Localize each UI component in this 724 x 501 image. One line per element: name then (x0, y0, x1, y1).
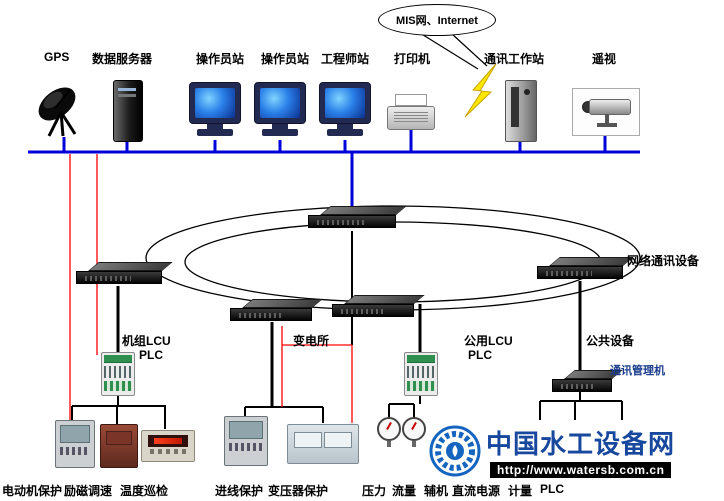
tower-pc-icon (505, 80, 537, 142)
watermark-title: 中国水工设备网 (486, 429, 676, 459)
section-common-lcu-title: 公用LCU (464, 334, 513, 348)
label-data-server: 数据服务器 (92, 52, 153, 66)
section-unit-lcu-plc: PLC (139, 348, 163, 362)
bottom-label-flow: 流量 (392, 484, 417, 498)
red-links (69, 154, 353, 423)
watermark-logo-icon (429, 425, 481, 477)
bottom-label-temperature-scan: 温度巡检 (120, 484, 169, 498)
camera-icon (572, 88, 640, 136)
pressure-gauge-icon (377, 417, 401, 447)
bottom-label-excitation-governor: 励磁调速 (64, 484, 113, 498)
switch-icon-central (308, 206, 407, 228)
line-protection-relay-icon (224, 416, 268, 466)
section-common-lcu-plc: PLC (468, 348, 492, 362)
transformer-protection-panel-icon (287, 424, 359, 464)
plc-icon-common-lcu (404, 352, 438, 396)
black-links (116, 281, 582, 407)
bottom-label-metering: 计量 (508, 484, 533, 498)
comm-manager-label: 通讯管理机 (610, 365, 665, 377)
section-unit-lcu-title: 机组LCU (122, 334, 171, 348)
cloud-links (419, 32, 488, 70)
section-common-equipment-title: 公共设备 (586, 334, 635, 348)
bottom-label-dc-power: 直流电源 (452, 484, 501, 498)
server-icon (113, 80, 143, 142)
site-watermark: 中国水工设备网 http://www.watersb.com.cn (428, 420, 720, 484)
label-engineer: 工程师站 (321, 52, 370, 66)
switch-icon-bottom-left (230, 299, 323, 321)
bottom-label-auxiliary: 辅机 (424, 484, 449, 498)
gps-dish-icon (33, 82, 93, 147)
plc-icon-unit-lcu (101, 352, 135, 396)
switch-icon-left (76, 262, 173, 284)
bus-lines (28, 128, 640, 210)
monitor-screen (325, 88, 365, 118)
label-operator-1: 操作员站 (196, 52, 245, 66)
watermark-url: http://www.watersb.com.cn (490, 462, 672, 478)
switch-icon-bottom-right (332, 295, 425, 317)
label-printer: 打印机 (394, 52, 431, 66)
cloud-label: MIS网、Internet (396, 15, 478, 27)
lightning-icon (464, 63, 497, 118)
label-comm-station: 通讯工作站 (484, 52, 545, 66)
bottom-label-motor-protection: 电动机保护 (2, 484, 63, 498)
excitation-governor-icon (100, 424, 138, 468)
monitor-screen (260, 88, 300, 118)
printer-icon (387, 94, 435, 130)
comm-manager-icon (552, 370, 623, 392)
bottom-label-line-protection: 进线保护 (215, 484, 264, 498)
section-substation-title: 变电所 (293, 334, 330, 348)
monitor-screen (195, 88, 235, 118)
label-gps: GPS (44, 50, 70, 64)
label-remote-view: 遥视 (592, 52, 617, 66)
network-equipment-label: 网络通讯设备 (627, 254, 700, 268)
flow-gauge-icon (402, 417, 426, 447)
monitor-icon (189, 82, 241, 136)
switch-icon-right (537, 257, 634, 279)
motor-protection-relay-icon (55, 420, 95, 468)
label-operator-2: 操作员站 (261, 52, 310, 66)
internet-cloud: MIS网、Internet (378, 4, 496, 36)
bottom-label-plc: PLC (540, 482, 564, 496)
monitor-icon (254, 82, 306, 136)
black-branch-links (71, 231, 623, 429)
bottom-label-pressure: 压力 (362, 484, 387, 498)
temperature-scanner-icon (141, 430, 195, 462)
bottom-label-transformer-protection: 变压器保护 (268, 484, 329, 498)
monitor-icon (319, 82, 371, 136)
